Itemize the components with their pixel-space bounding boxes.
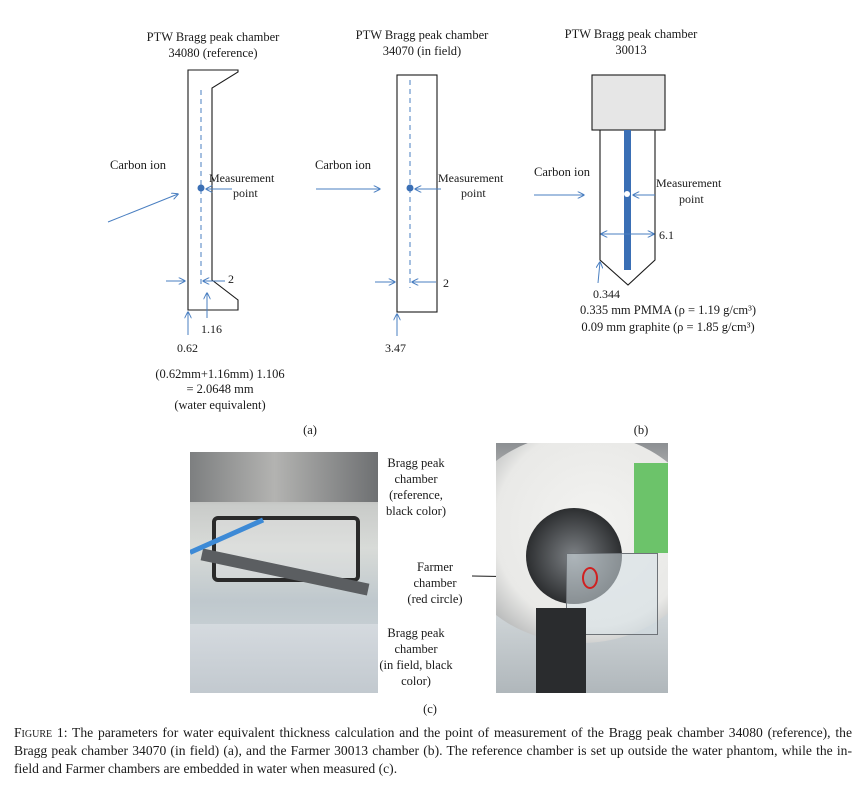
measurement-label-2b: point (461, 186, 486, 200)
farmer-title-line2: 30013 (615, 43, 647, 57)
photo-label-infield-3: (in field, black (379, 658, 453, 672)
chamber-34070-outline (396, 74, 438, 313)
chamber2-dim-3-47: 3.47 (385, 341, 406, 355)
carbon-ion-label-2: Carbon ion (315, 158, 371, 172)
photo-label-farmer-1: Farmer (416, 560, 454, 574)
chamber2-title-line2: 34070 (in field) (382, 44, 462, 58)
dim-arrow-3c (598, 262, 600, 284)
carbon-ion-label-1: Carbon ion (110, 158, 166, 172)
chamber1-dim-1-16: 1.16 (201, 322, 222, 336)
farmer-material-pmma: 0.335 mm PMMA (ρ = 1.19 g/cm³) (579, 303, 757, 317)
photo-label-infield-2: chamber (394, 642, 438, 656)
measurement-label-1a: Measurement (209, 171, 275, 185)
photo-reference-setup (190, 452, 378, 693)
photo-label-reference-1: Bragg peak (387, 456, 445, 470)
carbon-ion-label-3: Carbon ion (534, 165, 590, 179)
photo-label-reference-4: black color) (385, 504, 447, 518)
chamber1-title-line2: 34080 (reference) (168, 46, 258, 60)
photo-label-infield-1: Bragg peak (387, 626, 445, 640)
measurement-label-3a: Measurement (656, 176, 722, 190)
formula-line1: (0.62mm+1.16mm) 1.106 (155, 367, 285, 381)
photo-label-farmer-3: (red circle) (407, 592, 463, 606)
photo-label-reference-2: chamber (394, 472, 438, 486)
chamber2-dim-2: 2 (443, 276, 449, 290)
photo-label-reference-3: (reference, (389, 488, 443, 502)
farmer-chamber-outline (591, 74, 666, 286)
farmer-dim-0-344: 0.344 (593, 287, 620, 301)
measurement-label-2a: Measurement (438, 171, 504, 185)
chamber1-title-line1: PTW Bragg peak chamber (146, 30, 280, 44)
chamber1-dim-2: 2 (228, 272, 234, 286)
photo-farmer-setup (496, 443, 668, 693)
farmer-title-line1: PTW Bragg peak chamber (564, 27, 698, 41)
figure-caption: Figure 1: The parameters for water equiv… (14, 724, 852, 778)
measurement-label-1b: point (233, 186, 258, 200)
panel-b-label: (b) (633, 423, 649, 437)
farmer-dim-6-1: 6.1 (659, 228, 674, 242)
figure-number: Figure 1: (14, 725, 68, 740)
panel-a-label: (a) (303, 423, 317, 437)
chamber1-dim-0-62: 0.62 (177, 341, 198, 355)
formula-line3: (water equivalent) (174, 398, 266, 412)
formula-line2: = 2.0648 mm (186, 382, 254, 396)
measurement-label-3b: point (679, 192, 704, 206)
panel-c-label: (c) (423, 702, 437, 716)
photo-label-infield-4: color) (401, 674, 431, 688)
carbon-ion-arrow-1 (107, 194, 178, 223)
caption-text: The parameters for water equivalent thic… (14, 725, 852, 776)
chamber2-title-line1: PTW Bragg peak chamber (355, 28, 489, 42)
chamber-34080-outline (187, 69, 239, 311)
photo-label-farmer-2: chamber (413, 576, 457, 590)
farmer-material-graphite: 0.09 mm graphite (ρ = 1.85 g/cm³) (581, 320, 755, 334)
